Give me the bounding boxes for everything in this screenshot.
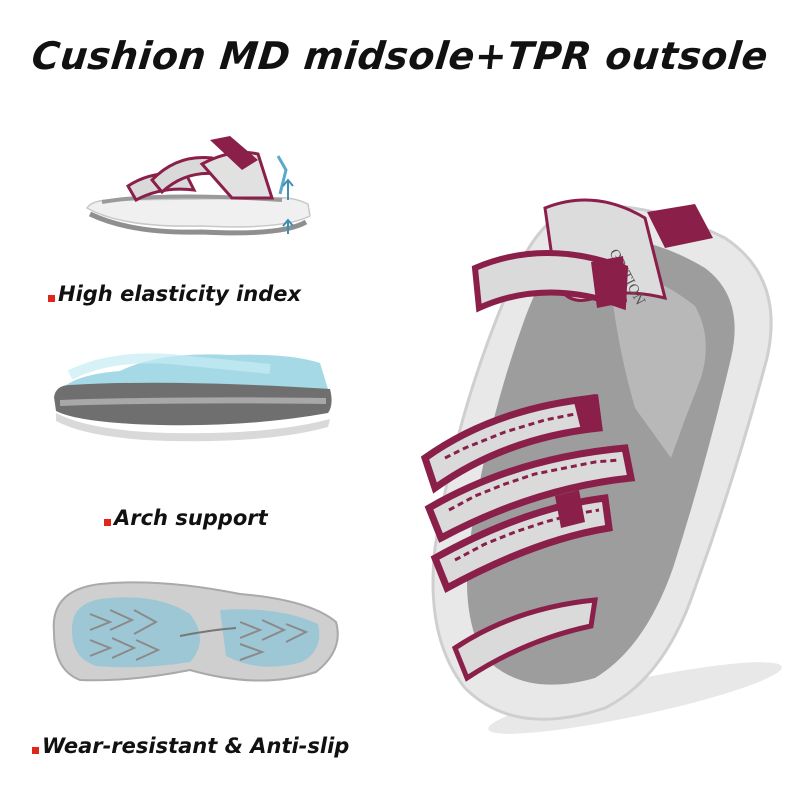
sandal-main-icon: GRITION — [420, 198, 782, 734]
feature-text: Arch support — [114, 506, 268, 530]
feature-label-elasticity: High elasticity index — [48, 282, 301, 306]
bullet-marker — [32, 747, 39, 754]
arrow-up-icon — [282, 178, 294, 234]
feature-label-wear-resistant: Wear-resistant & Anti-slip — [32, 734, 349, 758]
cushion-cross-section-icon — [54, 353, 332, 442]
feature-text: Wear-resistant & Anti-slip — [42, 734, 350, 758]
feature-text: High elasticity index — [58, 282, 302, 306]
outsole-tread-icon — [52, 581, 339, 682]
sandal-side-icon — [85, 136, 311, 236]
headline: Cushion MD midsole+TPR outsole — [29, 34, 771, 78]
bullet-marker — [104, 519, 111, 526]
bullet-marker — [48, 295, 55, 302]
feature-label-arch: Arch support — [104, 506, 268, 530]
